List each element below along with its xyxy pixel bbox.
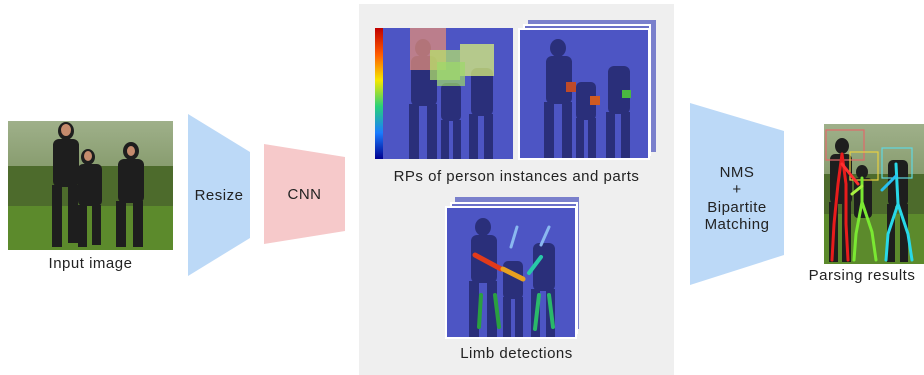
input-caption: Input image: [48, 255, 133, 272]
rp-heatmap-image: [375, 28, 513, 159]
cnn-block: [264, 144, 345, 244]
matching-label: NMS + Bipartite Matching: [704, 164, 770, 233]
output-caption: Parsing results: [808, 267, 916, 284]
resize-label: Resize: [194, 187, 244, 204]
limb-detection-stack: [445, 197, 581, 339]
parsing-result-photo: [824, 124, 924, 264]
cnn-label: CNN: [287, 186, 322, 203]
rps-caption: RPs of person instances and parts: [393, 168, 640, 185]
input-photo: [8, 121, 173, 250]
rp-parts-stack: [518, 20, 658, 160]
matching-block: [690, 103, 784, 285]
resize-block: [188, 114, 250, 276]
limb-caption: Limb detections: [460, 345, 573, 362]
